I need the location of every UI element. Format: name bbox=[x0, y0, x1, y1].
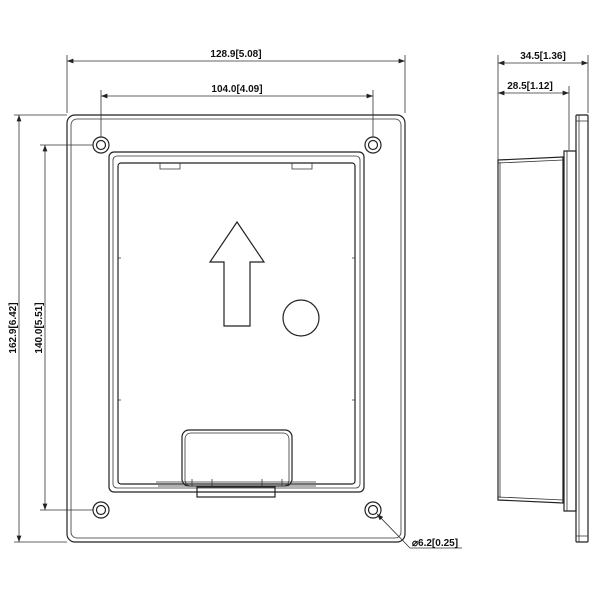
mounting-hole-bottom-right bbox=[364, 501, 382, 519]
body-depth-label: 28.5[1.12] bbox=[507, 81, 553, 92]
cable-hole bbox=[282, 299, 320, 337]
front-view bbox=[66, 114, 406, 543]
mounting-holes bbox=[92, 136, 382, 519]
bottom-tab bbox=[181, 429, 293, 487]
recess-box-rim bbox=[112, 155, 361, 489]
hole-spacing-height-label: 140.0[5.51] bbox=[34, 302, 45, 353]
mounting-hole-bottom-left bbox=[92, 501, 110, 519]
overall-width-label: 128.9[5.08] bbox=[210, 49, 261, 60]
faceplate-outline bbox=[66, 114, 406, 543]
up-arrow-icon bbox=[208, 220, 266, 327]
dimension-lines bbox=[14, 55, 462, 549]
mounting-hole-top-left bbox=[92, 136, 110, 154]
recess-box-outer bbox=[108, 151, 365, 493]
bottom-latch bbox=[196, 486, 276, 498]
mounting-hole-top-right bbox=[364, 136, 382, 154]
side-flange bbox=[563, 150, 577, 512]
side-faceplate bbox=[575, 114, 589, 543]
faceplate-inner-edge bbox=[70, 118, 402, 539]
overall-height-label: 162.9[6.42] bbox=[8, 302, 19, 353]
overall-depth-label: 34.5[1.36] bbox=[520, 51, 566, 62]
side-view bbox=[497, 114, 589, 543]
recess-box-inner bbox=[117, 162, 356, 485]
hole-spacing-width-label: 104.0[4.09] bbox=[211, 84, 262, 95]
side-dimension-lines bbox=[497, 55, 589, 160]
hole-diameter-label: ⌀6.2[0.25] bbox=[412, 538, 458, 549]
side-body bbox=[497, 156, 564, 504]
